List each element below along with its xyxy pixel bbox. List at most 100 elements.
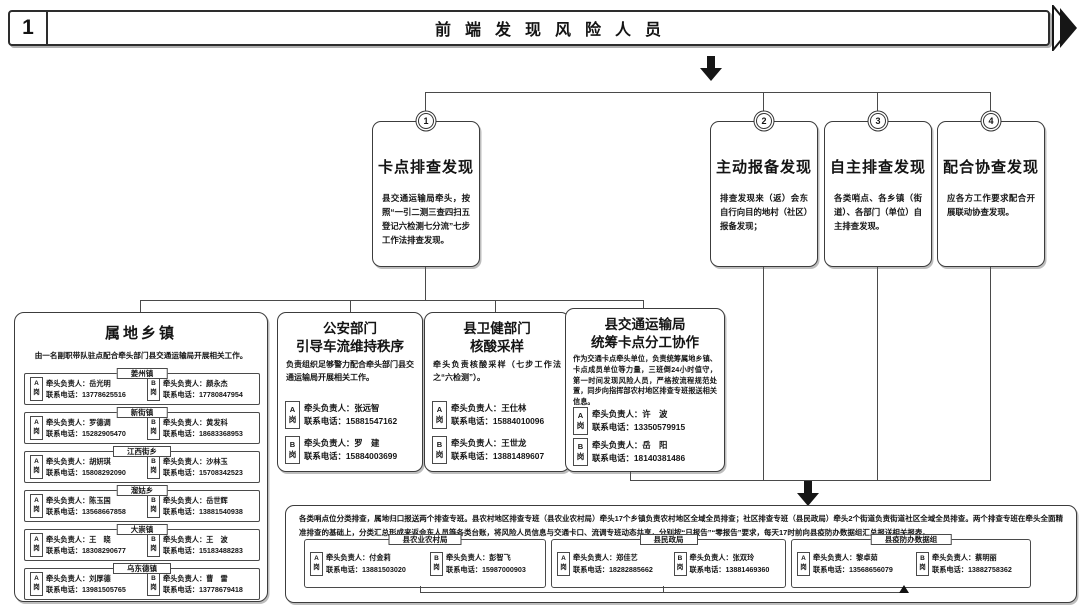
leader-name: 牵头负责人：罗 建 <box>304 437 380 448</box>
phone-number: 联系电话：15881547162 <box>304 416 398 426</box>
leader-name: 牵头负责人：王世龙 <box>451 437 527 448</box>
box-title: 主动报备发现 <box>715 159 812 176</box>
box-title: 统筹卡点分工协作 <box>591 334 699 350</box>
dept-box-transport: 县交通运输局 统筹卡点分工协作 作为交通卡点牵头单位，负责统筹属地乡镇、卡点成员… <box>565 308 725 472</box>
leader-name: 牵头负责人：刘厚德 <box>46 573 111 583</box>
township-name-tab: 溜姑乡 <box>116 485 168 496</box>
phone-number: 联系电话：13882758362 <box>932 564 1012 574</box>
box-body: 应各方工作要求配合开展联动协查发现。 <box>947 193 1035 217</box>
panel-subtitle: 由一名副职带队驻点配合牵头部门县交通运输局开展相关工作。 <box>34 351 248 360</box>
phone-number: 联系电话：15183488283 <box>163 546 243 555</box>
connector-line <box>630 480 991 481</box>
connector-line <box>763 265 764 480</box>
box-title: 县交通运输局 <box>604 317 686 332</box>
phone-number: 联系电话：17780847954 <box>163 390 243 399</box>
group-name-tab: 县疫防办数据组 <box>870 534 952 545</box>
leader-name: 牵头负责人：黎卓茹 <box>813 553 878 563</box>
box-title: 核酸采样 <box>470 338 524 354</box>
connector-line <box>990 92 991 121</box>
leader-name: 牵头负责人：岳光明 <box>46 378 111 388</box>
leader-name: 牵头负责人：岳 阳 <box>592 439 668 450</box>
leader-name: 牵头负责人：蔡明丽 <box>932 553 997 563</box>
leader-name: 牵头负责人：王 波 <box>163 534 228 544</box>
box-title: 卡点排查发现 <box>377 159 474 176</box>
phone-number: 联系电话：18282885662 <box>573 564 653 574</box>
box-body: 各类哨点、各乡镇（街道）、各部门（单位）自主排查发现。 <box>834 193 922 231</box>
header-bar: 1 前端发现风险人员 <box>8 10 1050 46</box>
leader-name: 牵头负责人：胡妍琪 <box>46 456 111 466</box>
box-body: 负责组织足够警力配合牵头部门县交通运输局开展相关工作。 <box>286 360 414 382</box>
circled-number-icon: 1 <box>418 113 434 129</box>
connector-line <box>425 92 426 121</box>
connector-line <box>420 592 907 593</box>
phone-number: 联系电话：13568656079 <box>813 564 893 574</box>
page-title: 前端发现风险人员 <box>434 22 675 39</box>
box-body: 排查发现来（返）会东自行向目的地村（社区）报备发现； <box>720 193 808 231</box>
connector-line <box>495 300 496 312</box>
connector-line <box>877 265 878 480</box>
phone-number: 联系电话：13881503020 <box>326 564 406 574</box>
box-title: 县卫健部门 <box>463 321 531 336</box>
group-name-tab: 县民政局 <box>639 534 698 545</box>
leader-name: 牵头负责人：付金莉 <box>326 553 391 563</box>
discovery-box-cooperate: 4 配合协查发现 应各方工作要求配合开展联动协查发现。 <box>937 113 1045 267</box>
report-up-arrow-icon <box>899 585 909 593</box>
phone-number: 联系电话：18683368953 <box>163 429 243 438</box>
discovery-box-checkpoint: 1 卡点排查发现 县交通运输局牵头，按照“一引二测三查四扫五登记六检测七分流”七… <box>372 113 480 267</box>
connector-line <box>420 586 421 593</box>
phone-number: 联系电话：13981505765 <box>46 585 126 594</box>
box-title: 公安部门 <box>323 321 377 336</box>
connector-line <box>140 300 141 312</box>
township-name-tab: 大崇镇 <box>116 524 168 535</box>
connector-line <box>630 470 631 480</box>
phone-number: 联系电话：13881489607 <box>451 451 545 461</box>
circled-number-icon: 3 <box>870 113 886 129</box>
phone-number: 联系电话：15282905470 <box>46 429 126 438</box>
discovery-box-self-report: 2 主动报备发现 排查发现来（返）会东自行向目的地村（社区）报备发现； <box>710 113 818 267</box>
connector-line <box>350 300 351 312</box>
discovery-box-self-check: 3 自主排查发现 各类哨点、各乡镇（街道）、各部门（单位）自主排查发现。 <box>824 113 932 267</box>
leader-name: 牵头负责人：黄发科 <box>163 417 228 427</box>
dept-box-police: 公安部门 引导车流维持秩序 负责组织足够警力配合牵头部门县交通运输局开展相关工作… <box>277 312 423 472</box>
township-name-tab: 新街镇 <box>116 407 168 418</box>
phone-number: 联系电话：13881540938 <box>163 507 243 516</box>
phone-number: 联系电话：13568667858 <box>46 507 126 516</box>
panel-title: 属地乡镇 <box>104 325 177 342</box>
next-section-chevron-icon <box>1050 3 1080 56</box>
phone-number: 联系电话：15884010096 <box>451 416 545 426</box>
phone-number: 联系电话：15987000903 <box>446 564 526 574</box>
